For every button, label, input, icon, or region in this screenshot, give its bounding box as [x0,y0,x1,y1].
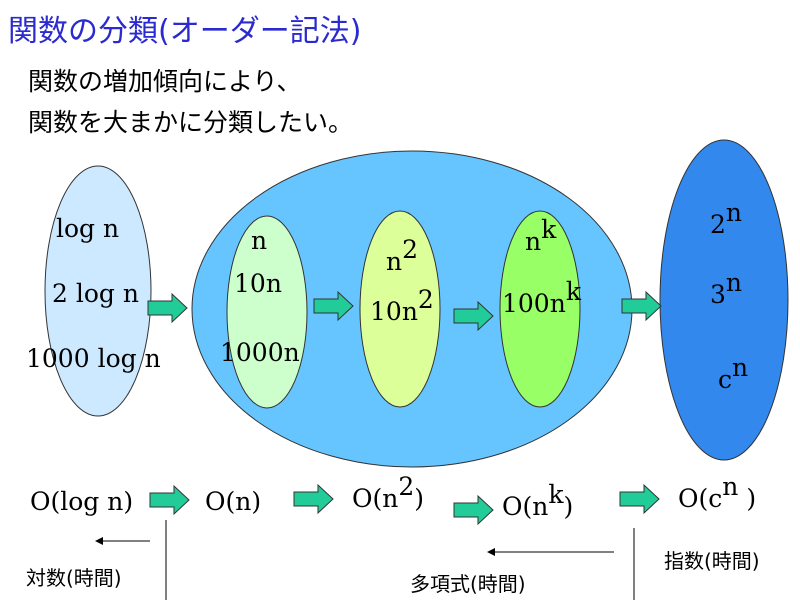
quadratic-item-2: 10n2 [370,285,434,326]
linear-item-1: n [251,226,267,255]
order-exponential: O(cn ) [678,472,756,513]
category-exp-label: 指数(時間) [664,549,760,573]
intro-line-1: 関数の増加傾向により、 [28,67,302,96]
linear-group-ellipse [226,215,308,409]
exp-item-1: 2n [710,198,742,239]
arrow-poly-k-to-exp [621,290,662,322]
arrow-quadratic-to-poly-k [453,300,494,332]
poly-k-group-ellipse [499,210,581,408]
page-title: 関数の分類(オーダー記法) [8,14,362,49]
arrow-order-quadratic-to-poly-k [453,494,494,526]
order-linear: O(n) [205,487,261,516]
order-log: O(log n) [30,487,133,516]
exp-item-3: cn [718,353,748,394]
intro-line-2: 関数を大まかに分類したい。 [28,108,354,137]
arrow-order-linear-to-quadratic [293,483,334,515]
arrow-log-to-linear [147,292,188,324]
linear-item-2: 10n [234,269,282,298]
log-group-ellipse [44,165,152,417]
poly-k-item-2: 100nk [502,277,582,318]
arrow-order-poly-k-to-exp [619,483,660,515]
linear-item-3: 1000n [220,338,300,367]
category-log-label: 対数(時間) [26,566,122,590]
log-item-3: 1000 log n [26,344,161,373]
quadratic-group-ellipse [359,210,441,408]
category-poly-label: 多項式(時間) [410,572,526,596]
log-item-1: log n [56,214,119,243]
log-item-2: 2 log n [52,279,139,308]
arrow-order-log-to-linear [149,484,190,516]
order-poly-k: O(nk) [502,480,573,521]
exponential-group-ellipse [659,139,789,461]
quadratic-item-1: n2 [386,235,418,276]
poly-k-item-1: nk [525,215,557,256]
exp-item-2: 3n [710,268,742,309]
arrow-linear-to-quadratic [313,290,354,322]
order-quadratic: O(n2) [352,472,424,513]
